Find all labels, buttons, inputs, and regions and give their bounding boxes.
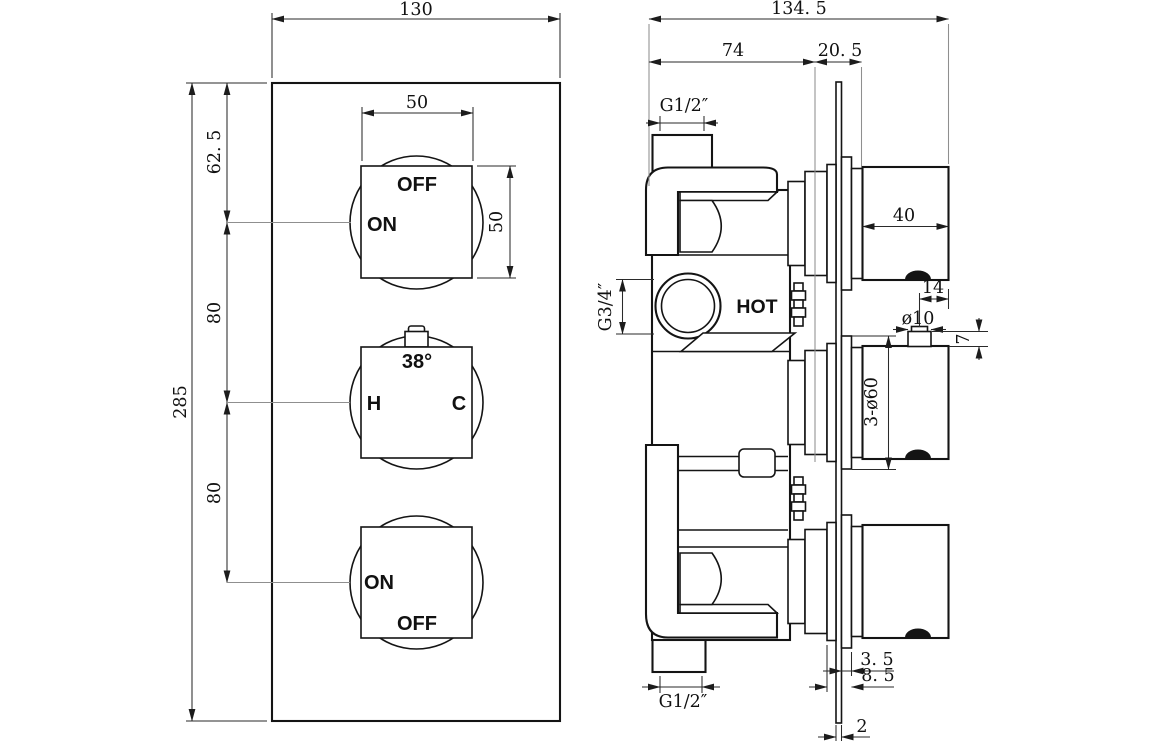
escutcheon-bottom	[840, 514, 853, 649]
dim-top-offset: 62. 5	[205, 130, 225, 175]
bottom-knob-on-label: ON	[364, 572, 394, 594]
dim-plate-to-knob: 20. 5	[818, 41, 863, 61]
dim-stack-depth: 8. 5	[861, 666, 894, 686]
dim-knob-height: 50	[487, 211, 507, 233]
dim-plate-thickness: 2	[856, 717, 867, 737]
dim-stud-diameter: ø10	[902, 309, 935, 329]
grub-screw-middle	[905, 449, 931, 459]
top-knob-off-label: OFF	[397, 174, 437, 196]
top-knob-on-label: ON	[367, 214, 397, 236]
dim-escutcheon-diameter: 3-ø60	[862, 377, 882, 427]
override-button	[404, 330, 429, 348]
dim-plate-height: 285	[171, 385, 191, 418]
bottom-knob-off-label: OFF	[397, 613, 437, 635]
side-knob-middle	[787, 325, 950, 470]
grub-screw-top	[905, 270, 931, 280]
dim-overall-depth: 134. 5	[771, 0, 827, 19]
front-knob-middle: 38° H C	[349, 325, 484, 470]
grub-screw-bottom	[905, 628, 931, 638]
cold-c-label: C	[452, 393, 466, 415]
dim-knob-depth: 40	[893, 206, 915, 226]
dim-valve-body-depth: 74	[722, 41, 744, 61]
side-knob-bottom	[787, 514, 950, 649]
side-view-dimensions: 134. 5 74 20. 5 G1/2″ G3/4″ 40 14	[596, 0, 988, 741]
dim-knob-spacing-upper: 80	[205, 302, 225, 324]
front-knob-bottom: ON OFF	[349, 515, 484, 650]
wall-plate	[835, 81, 843, 724]
dim-bottom-outlet-thread: G1/2″	[659, 692, 708, 712]
front-view-dimensions: 130 50 50 285 62. 5 80 80	[171, 0, 561, 722]
side-knob-top	[787, 156, 950, 291]
temp-stud	[907, 330, 932, 348]
escutcheon-middle	[840, 335, 853, 470]
dim-hot-inlet-thread: G3/4″	[596, 282, 616, 331]
dim-stud-offset: 14	[922, 278, 944, 298]
front-view: OFF ON 38° H C ON OFF 130	[171, 0, 562, 723]
escutcheon-top	[840, 156, 853, 291]
dim-top-inlet-thread: G1/2″	[660, 96, 709, 116]
temp-38-label: 38°	[402, 351, 432, 373]
dim-stud-height: 7	[954, 333, 974, 344]
dim-plate-width: 130	[399, 0, 432, 20]
dim-knob-spacing-lower: 80	[205, 482, 225, 504]
mounting-spindle-threads	[790, 282, 807, 521]
side-view: HOT	[596, 0, 988, 741]
hot-inlet-port	[654, 272, 722, 340]
hot-port-label: HOT	[736, 296, 777, 318]
dim-flange-gap: 3. 5	[860, 650, 893, 670]
extension-lines	[648, 24, 950, 462]
bottom-bracket	[644, 443, 780, 639]
angled-boss	[678, 332, 798, 353]
hot-h-label: H	[367, 393, 381, 415]
dim-knob-width: 50	[406, 93, 428, 113]
front-knob-top: OFF ON	[349, 155, 484, 290]
top-bracket	[644, 166, 780, 257]
